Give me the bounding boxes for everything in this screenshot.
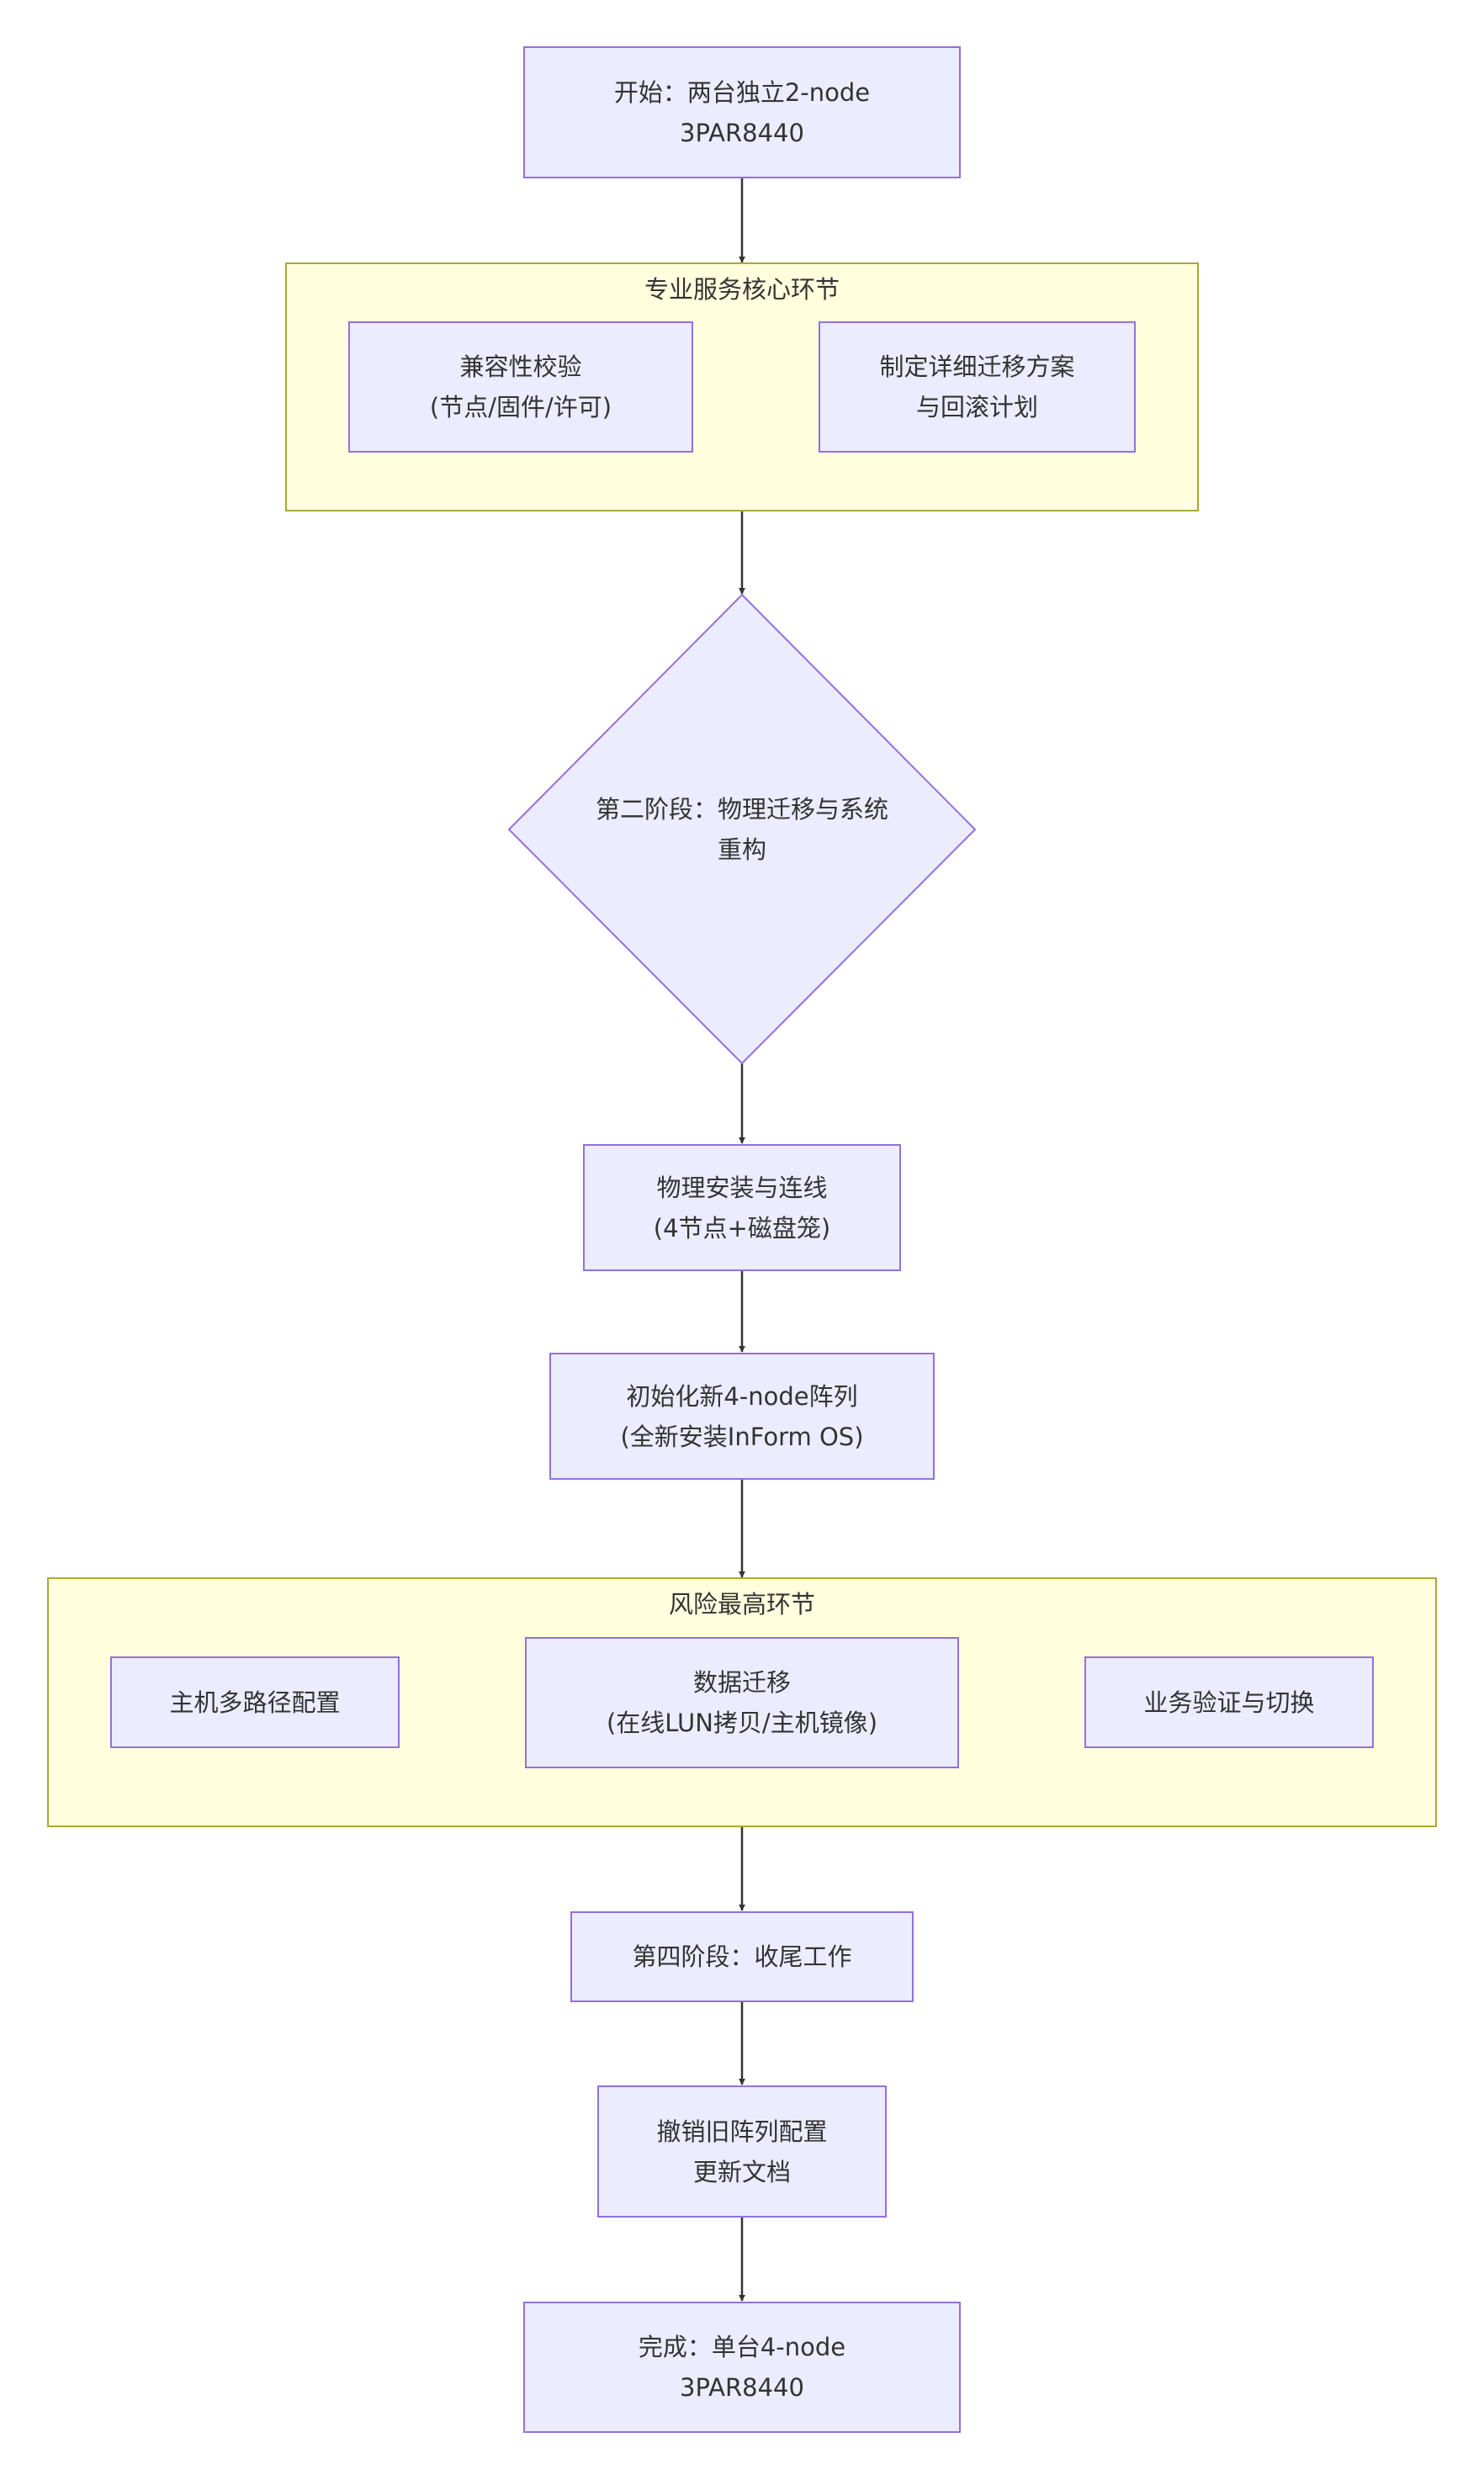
cluster-pro-service-label: 专业服务核心环节 <box>644 275 840 304</box>
node-migration-plan-label: 制定详细迁移方案 与回滚计划 <box>879 352 1075 421</box>
decision-diamond-phase2[interactable] <box>507 593 977 1065</box>
node-init-array[interactable]: 初始化新4-node阵列 (全新安装InForm OS) <box>549 1353 935 1480</box>
node-compat-check[interactable]: 兼容性校验 (节点/固件/许可) <box>348 321 693 453</box>
node-phase4-label: 第四阶段：收尾工作 <box>632 1942 852 1971</box>
node-start-label: 开始：两台独立2-node 3PAR8440 <box>613 77 871 147</box>
node-multipath-label: 主机多路径配置 <box>169 1688 341 1717</box>
node-data-migration[interactable]: 数据迁移 (在线LUN拷贝/主机镜像) <box>525 1637 959 1768</box>
node-cleanup[interactable]: 撤销旧阵列配置 更新文档 <box>597 2085 887 2218</box>
node-physical-install[interactable]: 物理安装与连线 (4节点+磁盘笼) <box>583 1144 901 1271</box>
node-phase2-label: 第二阶段：物理迁移与系统 重构 <box>595 795 888 864</box>
node-multipath[interactable]: 主机多路径配置 <box>110 1656 400 1748</box>
node-done-label: 完成：单台4-node 3PAR8440 <box>638 2333 846 2402</box>
node-data-migration-label: 数据迁移 (在线LUN拷贝/主机镜像) <box>606 1668 878 1737</box>
node-init-array-label: 初始化新4-node阵列 (全新安装InForm OS) <box>620 1381 864 1451</box>
node-verify-switch-label: 业务验证与切换 <box>1143 1688 1315 1717</box>
node-cleanup-label: 撤销旧阵列配置 更新文档 <box>656 2117 828 2186</box>
cluster-high-risk-label: 风险最高环节 <box>668 1590 815 1619</box>
node-physical-install-label: 物理安装与连线 (4节点+磁盘笼) <box>653 1173 831 1243</box>
node-migration-plan[interactable]: 制定详细迁移方案 与回滚计划 <box>819 321 1136 453</box>
node-start[interactable]: 开始：两台独立2-node 3PAR8440 <box>523 46 961 178</box>
node-compat-check-label: 兼容性校验 (节点/固件/许可) <box>429 352 612 421</box>
node-verify-switch[interactable]: 业务验证与切换 <box>1084 1656 1374 1748</box>
node-done[interactable]: 完成：单台4-node 3PAR8440 <box>523 2302 961 2433</box>
node-phase4[interactable]: 第四阶段：收尾工作 <box>570 1911 914 2002</box>
